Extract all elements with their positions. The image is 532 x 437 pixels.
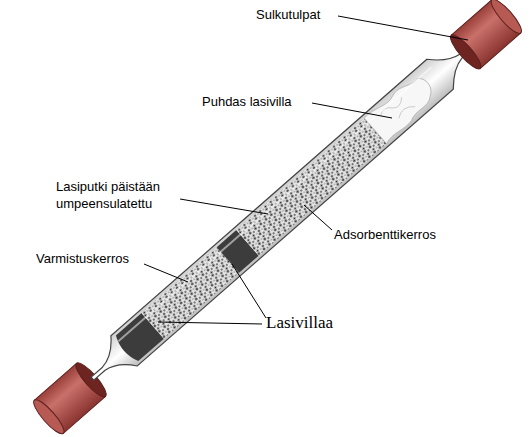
end-cap bbox=[447, 0, 526, 72]
adsorbent-layer-label: Adsorbenttikerros bbox=[334, 226, 436, 243]
backup-layer bbox=[141, 247, 239, 338]
clean-glass-wool bbox=[364, 71, 440, 144]
closure-caps-label: Sulkutulpat bbox=[256, 6, 320, 23]
glass-wool-label: Lasivillaa bbox=[266, 314, 333, 331]
glass-tube-label: Lasiputki päistään umpeensulatettu bbox=[56, 178, 186, 212]
backup-layer-label: Varmistuskerros bbox=[36, 250, 129, 267]
glass-tube bbox=[79, 30, 486, 393]
glass-highlight bbox=[118, 67, 431, 341]
clean-glass-wool-label: Puhdas lasivilla bbox=[202, 93, 292, 110]
leader-lines bbox=[144, 16, 468, 324]
